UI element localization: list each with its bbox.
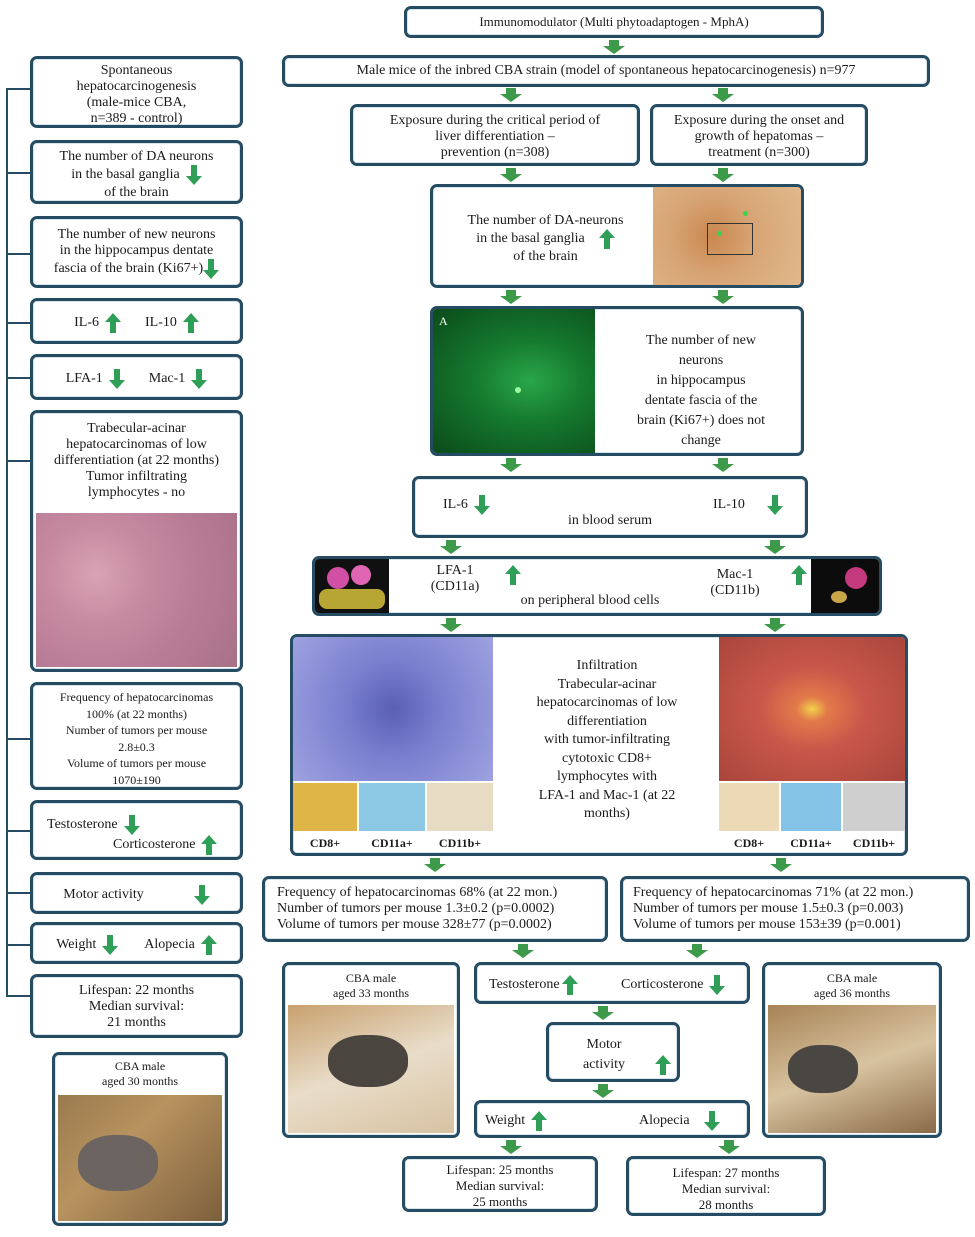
hormones-box: Testosterone Corticosterone xyxy=(474,962,750,1004)
left-connector-line xyxy=(6,88,8,996)
arrow-up-icon xyxy=(655,1055,671,1075)
arrow-connector xyxy=(500,1140,522,1154)
arrow-down-icon xyxy=(766,495,783,515)
control-tumor-box: Trabecular-acinar hepatocarcinomas of lo… xyxy=(30,410,243,672)
mouse-photo-30 xyxy=(58,1095,222,1221)
arrow-connector xyxy=(770,858,792,872)
arrow-connector xyxy=(686,944,708,958)
new-neurons-box: A The number of new neurons in hippocamp… xyxy=(430,306,804,456)
stain-cd11b-right xyxy=(843,783,905,831)
hippocampus-fluorescence-image: A xyxy=(433,309,595,453)
arrow-connector xyxy=(500,88,522,102)
motor-activity-box: Motor activity xyxy=(546,1022,680,1082)
arrow-down-icon xyxy=(102,935,119,955)
arrow-up-icon xyxy=(598,229,615,249)
arrow-down-icon xyxy=(473,495,490,515)
stain-cd11a-right xyxy=(781,783,841,831)
control-histology-image xyxy=(36,513,237,667)
control-new-neurons-box: The number of new neurons in the hippoca… xyxy=(30,216,243,288)
arrow-down-icon xyxy=(703,1111,720,1131)
prevention-box: Exposure during the critical period of l… xyxy=(350,104,640,166)
da-neurons-image xyxy=(653,187,801,285)
arrow-connector xyxy=(764,618,786,632)
control-group-box: Spontaneous hepatocarcinogenesis (male-m… xyxy=(30,56,243,128)
arrow-connector xyxy=(712,290,734,304)
arrow-connector xyxy=(764,540,786,554)
prevention-lifespan-box: Lifespan: 25 months Median survival: 25 … xyxy=(402,1156,598,1212)
treatment-frequency-box: Frequency of hepatocarcinomas 71% (at 22… xyxy=(620,876,970,942)
treatment-box: Exposure during the onset and growth of … xyxy=(650,104,868,166)
peripheral-cells-box: LFA-1 (CD11a) on peripheral blood cells … xyxy=(312,556,882,616)
da-neurons-box: The number of DA-neurons in the basal ga… xyxy=(430,184,804,288)
arrow-down-icon xyxy=(108,369,125,389)
arrow-connector xyxy=(440,540,462,554)
arrow-up-icon xyxy=(505,565,521,585)
arrow-up-icon xyxy=(201,835,218,855)
control-motor-box: Motor activity xyxy=(30,872,243,914)
stain-label-cd11a-right: CD11a+ xyxy=(790,836,832,850)
arrow-down-icon xyxy=(709,975,726,995)
infiltration-histology-right xyxy=(719,637,905,781)
immunomodulator-box: Immunomodulator (Multi phytoadaptogen - … xyxy=(404,6,824,38)
arrow-connector xyxy=(440,618,462,632)
arrow-connector xyxy=(592,1006,614,1020)
arrow-connector xyxy=(592,1084,614,1098)
arrow-down-icon xyxy=(185,165,202,185)
panel-label-a: A xyxy=(439,314,448,328)
macrophage-image xyxy=(811,559,879,613)
stain-label-cd11a-left: CD11a+ xyxy=(371,836,413,850)
prevention-frequency-box: Frequency of hepatocarcinomas 68% (at 22… xyxy=(262,876,608,942)
arrow-connector xyxy=(500,290,522,304)
stain-label-cd8-right: CD8+ xyxy=(733,836,765,850)
stain-label-cd11b-left: CD11b+ xyxy=(438,836,482,850)
stain-cd8-right xyxy=(719,783,779,831)
mice-box: Male mice of the inbred CBA strain (mode… xyxy=(282,55,930,87)
arrow-up-icon xyxy=(791,565,807,585)
arrow-connector xyxy=(712,168,734,182)
control-frequency-box: Frequency of hepatocarcinomas 100% (at 2… xyxy=(30,682,243,790)
infiltration-histology-left xyxy=(293,637,493,781)
arrow-up-icon xyxy=(531,1111,548,1131)
arrow-down-icon xyxy=(191,369,208,389)
infiltration-box: CD8+ CD11a+ CD11b+ Infiltration Trabecul… xyxy=(290,634,908,856)
stain-cd11a-left xyxy=(359,783,425,831)
arrow-up-icon xyxy=(200,935,217,955)
arrow-down-icon xyxy=(123,815,140,835)
mouse-36-months-box: CBA male aged 36 months xyxy=(762,962,942,1138)
stain-label-cd11b-right: CD11b+ xyxy=(852,836,896,850)
serum-interleukin-box: IL-6 IL-10 in blood serum xyxy=(412,476,808,538)
treatment-lifespan-box: Lifespan: 27 months Median survival: 28 … xyxy=(626,1156,826,1216)
control-da-neurons-box: The number of DA neurons in the basal ga… xyxy=(30,140,243,204)
arrow-connector xyxy=(603,40,625,54)
stain-cd8-left xyxy=(293,783,357,831)
arrow-up-icon xyxy=(561,975,578,995)
arrow-down-icon xyxy=(203,259,220,279)
arrow-connector xyxy=(712,88,734,102)
arrow-down-icon xyxy=(193,885,210,905)
mouse-photo-36 xyxy=(768,1005,936,1133)
weight-alopecia-box: Weight Alopecia xyxy=(474,1100,750,1138)
mouse-30-months-box: CBA male aged 30 months xyxy=(52,1052,228,1226)
arrow-connector xyxy=(500,168,522,182)
lymphocyte-image xyxy=(315,559,389,613)
arrow-connector xyxy=(718,1140,740,1154)
mouse-photo-33 xyxy=(288,1005,454,1133)
arrow-up-icon xyxy=(182,313,199,333)
control-lifespan-box: Lifespan: 22 months Median survival: 21 … xyxy=(30,974,243,1038)
arrow-connector xyxy=(712,458,734,472)
mouse-33-months-box: CBA male aged 33 months xyxy=(282,962,460,1138)
stain-cd11b-left xyxy=(427,783,493,831)
arrow-connector xyxy=(424,858,446,872)
control-hormones-box: Testosterone Corticosterone xyxy=(30,800,243,860)
arrow-connector xyxy=(500,458,522,472)
arrow-up-icon xyxy=(105,313,121,333)
arrow-connector xyxy=(512,944,534,958)
stain-label-cd8-left: CD8+ xyxy=(309,836,341,850)
